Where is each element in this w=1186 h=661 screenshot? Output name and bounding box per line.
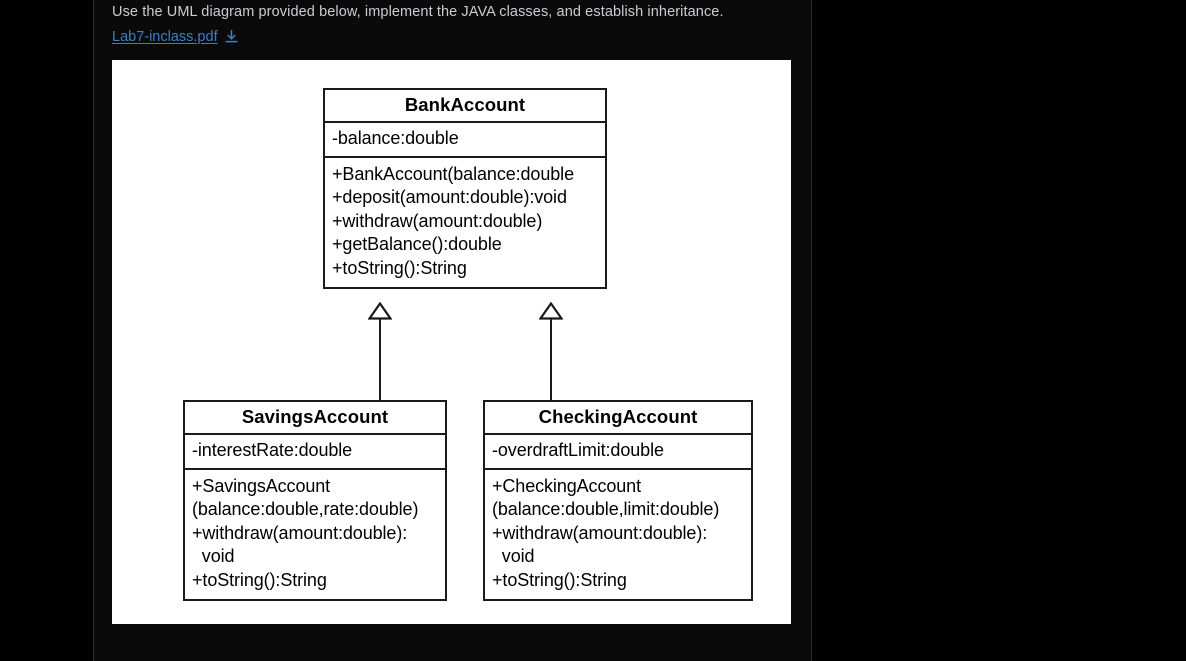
content-column: Use the UML diagram provided below, impl… xyxy=(94,0,811,661)
operation-row: +BankAccount(balance:double xyxy=(332,163,574,184)
operation-row: +CheckingAccount xyxy=(492,475,641,496)
operation-row: +withdraw(amount:double): xyxy=(492,522,708,543)
right-column-divider xyxy=(811,0,812,661)
operation-row: +withdraw(amount:double): xyxy=(192,522,408,543)
attachment-link[interactable]: Lab7-inclass.pdf xyxy=(112,29,218,45)
operation-row: +toString():String xyxy=(492,569,627,590)
operation-row: +getBalance():double xyxy=(332,234,502,254)
operation-row: +SavingsAccount xyxy=(192,475,331,496)
uml-diagram-canvas: BankAccount -balance:double +BankAccount… xyxy=(112,60,791,624)
operation-row: +withdraw(amount:double) xyxy=(332,210,543,231)
uml-class-bankaccount: BankAccount -balance:double +BankAccount… xyxy=(323,88,607,289)
operation-row: (balance:double,limit:double) xyxy=(492,499,720,519)
operation-row: +toString():String xyxy=(192,569,327,590)
generalization-arrow-savings xyxy=(367,301,393,320)
attribute-row: -interestRate:double xyxy=(192,440,353,460)
class-name-bankaccount: BankAccount xyxy=(325,90,605,123)
class-operations-checkingaccount: +CheckingAccount (balance:double,limit:d… xyxy=(485,470,751,600)
uml-class-savingsaccount: SavingsAccount -interestRate:double +Sav… xyxy=(183,400,447,601)
right-gutter xyxy=(812,0,1186,661)
attribute-row: -balance:double xyxy=(332,128,459,148)
attachment-row: Lab7-inclass.pdf xyxy=(112,26,239,48)
left-gutter xyxy=(0,0,93,661)
class-attributes-bankaccount: -balance:double xyxy=(325,123,605,158)
instruction-text: Use the UML diagram provided below, impl… xyxy=(112,4,724,20)
class-attributes-checkingaccount: -overdraftLimit:double xyxy=(485,435,751,470)
uml-class-checkingaccount: CheckingAccount -overdraftLimit:double +… xyxy=(483,400,753,601)
class-name-savingsaccount: SavingsAccount xyxy=(185,402,445,435)
operation-row: (balance:double,rate:double) xyxy=(192,499,419,519)
attribute-row: -overdraftLimit:double xyxy=(492,440,664,460)
generalization-line-checking xyxy=(550,318,552,402)
operation-row: +toString():String xyxy=(332,257,467,278)
operation-row: void xyxy=(492,546,535,566)
left-column-divider xyxy=(93,0,94,661)
download-icon[interactable] xyxy=(224,29,239,45)
class-operations-bankaccount: +BankAccount(balance:double +deposit(amo… xyxy=(325,158,605,288)
generalization-line-savings xyxy=(379,318,381,402)
class-attributes-savingsaccount: -interestRate:double xyxy=(185,435,445,470)
class-operations-savingsaccount: +SavingsAccount (balance:double,rate:dou… xyxy=(185,470,445,600)
generalization-arrow-checking xyxy=(538,301,564,320)
operation-row: void xyxy=(192,546,235,566)
class-name-checkingaccount: CheckingAccount xyxy=(485,402,751,435)
operation-row: +deposit(amount:double):void xyxy=(332,187,567,207)
